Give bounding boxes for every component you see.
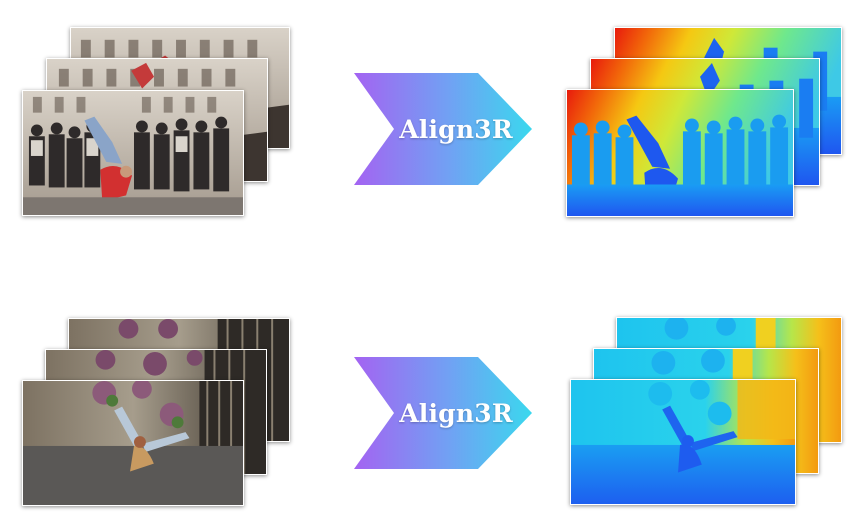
depth-frame-top-1 <box>566 89 794 217</box>
input-frame-top-1 <box>22 90 244 216</box>
chevron-arrow-shape <box>354 73 532 185</box>
input-frame-bottom-1 <box>22 380 244 506</box>
depth-frame-bottom-1 <box>570 379 796 505</box>
method-arrow-bottom: Align3R <box>354 357 532 469</box>
method-arrow-top: Align3R <box>354 73 532 185</box>
method-label-bottom: Align3R <box>399 398 513 428</box>
chevron-arrow-shape <box>354 357 532 469</box>
method-label-top: Align3R <box>399 114 513 144</box>
